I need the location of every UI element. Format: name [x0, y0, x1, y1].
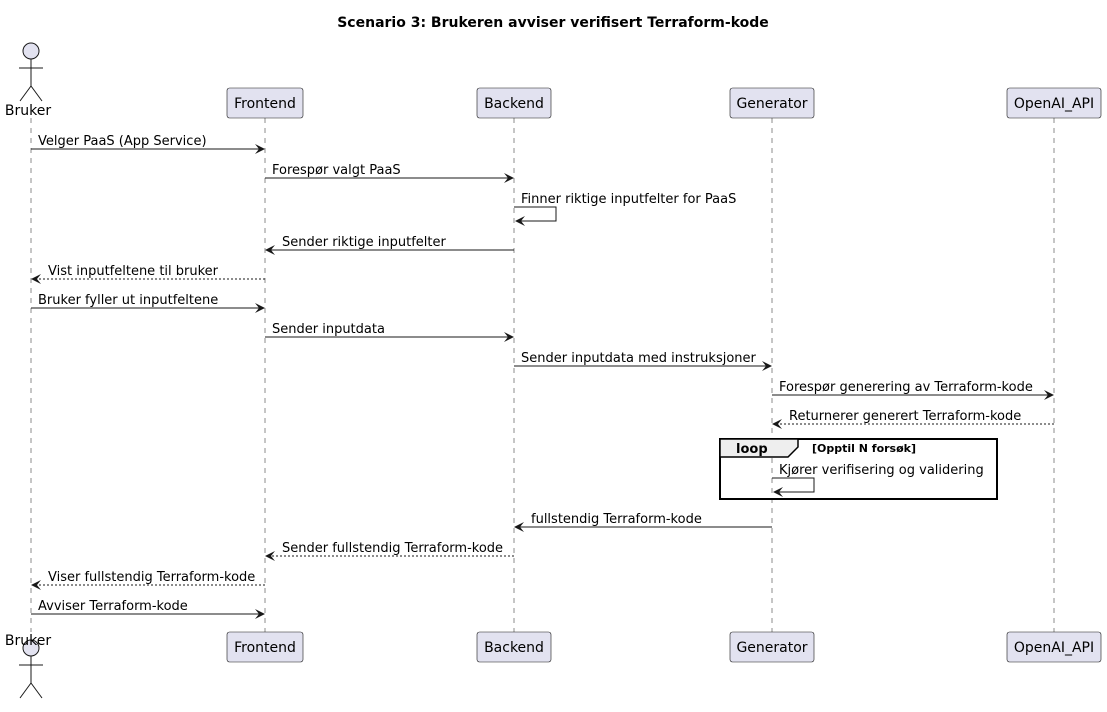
message-11: Kjører verifisering og validering: [772, 463, 984, 497]
message-10: Returnerer generert Terraform-kode: [772, 409, 1054, 429]
message-label: Sender inputdata med instruksjoner: [521, 351, 757, 366]
participant-box: [1006, 631, 1102, 663]
message-label: Kjører verifisering og validering: [779, 463, 984, 478]
participant-frontend-top: Frontend: [226, 87, 304, 119]
message-label: Sender riktige inputfelter: [282, 235, 447, 250]
diagram-title: Scenario 3: Brukeren avviser verifisert …: [337, 15, 769, 31]
message-4: Sender riktige inputfelter: [265, 235, 514, 255]
message-13: Sender fullstendig Terraform-kode: [265, 541, 514, 561]
participant-label: Generator: [736, 96, 807, 112]
actor-icon: [19, 42, 43, 102]
message-label: Bruker fyller ut inputfeltene: [38, 293, 218, 308]
participant-backend-bottom: Backend: [476, 631, 552, 663]
participant-frontend-bottom: Frontend: [226, 631, 304, 663]
message-label: Sender inputdata: [272, 322, 385, 337]
message-1: Velger PaaS (App Service): [31, 134, 265, 154]
loop-box: [719, 438, 998, 500]
participant-box: [226, 87, 304, 119]
messages: Velger PaaS (App Service) Forespør valgt …: [31, 134, 1054, 619]
message-label: Finner riktige inputfelter for PaaS: [521, 192, 736, 207]
participant-label: Bruker: [5, 103, 51, 119]
message-14: Viser fullstendig Terraform-kode: [31, 570, 265, 590]
participant-box: [729, 87, 815, 119]
message-label: Forespør generering av Terraform-kode: [779, 380, 1033, 395]
participant-box: [226, 631, 304, 663]
message-label: Returnerer generert Terraform-kode: [789, 409, 1021, 424]
participant-openai-bottom: OpenAI_API: [1006, 631, 1102, 663]
message-6: Bruker fyller ut inputfeltene: [31, 293, 265, 313]
participant-box: [476, 87, 552, 119]
participant-label: Frontend: [234, 640, 296, 656]
loop-keyword: loop: [736, 442, 768, 457]
message-label: Avviser Terraform-kode: [38, 599, 188, 614]
self-message-arrow: [514, 206, 557, 226]
participant-bruker-top: Bruker: [5, 42, 51, 119]
participant-label: Generator: [736, 640, 807, 656]
participant-label: Backend: [484, 640, 544, 656]
actor-icon: [19, 639, 43, 699]
participant-openai-top: OpenAI_API: [1006, 87, 1102, 119]
participant-box: [476, 631, 552, 663]
participant-box: [1006, 87, 1102, 119]
message-8: Sender inputdata med instruksjoner: [514, 351, 772, 371]
message-2: Forespør valgt PaaS: [265, 163, 514, 183]
message-label: Velger PaaS (App Service): [38, 134, 207, 149]
participant-label: OpenAI_API: [1014, 96, 1094, 112]
message-label: Viser fullstendig Terraform-kode: [48, 570, 255, 585]
loop-header: [719, 438, 799, 458]
message-3: Finner riktige inputfelter for PaaS: [514, 192, 736, 226]
participant-label: Bruker: [5, 633, 51, 649]
participant-generator-bottom: Generator: [729, 631, 815, 663]
participant-box: [729, 631, 815, 663]
message-label: Forespør valgt PaaS: [272, 163, 401, 178]
loop-frame: loop [Opptil N forsøk]: [719, 438, 998, 500]
message-9: Forespør generering av Terraform-kode: [772, 380, 1054, 400]
message-label: Vist inputfeltene til bruker: [48, 264, 219, 279]
participant-bruker-bottom: Bruker: [5, 633, 51, 699]
self-message-arrow: [772, 477, 815, 497]
message-7: Sender inputdata: [265, 322, 514, 342]
participants-bottom: Bruker Frontend Backend Generator OpenAI_API: [5, 631, 1102, 699]
message-15: Avviser Terraform-kode: [31, 599, 265, 619]
loop-condition: [Opptil N forsøk]: [812, 442, 916, 455]
message-label: fullstendig Terraform-kode: [531, 512, 702, 527]
participant-label: Backend: [484, 96, 544, 112]
message-label: Sender fullstendig Terraform-kode: [282, 541, 503, 556]
participant-generator-top: Generator: [729, 87, 815, 119]
participant-label: OpenAI_API: [1014, 640, 1094, 656]
participant-label: Frontend: [234, 96, 296, 112]
participant-backend-top: Backend: [476, 87, 552, 119]
participants-top: Bruker Frontend Backend Generator OpenAI_API: [5, 42, 1102, 119]
message-12: fullstendig Terraform-kode: [514, 512, 772, 532]
message-5: Vist inputfeltene til bruker: [31, 264, 265, 284]
